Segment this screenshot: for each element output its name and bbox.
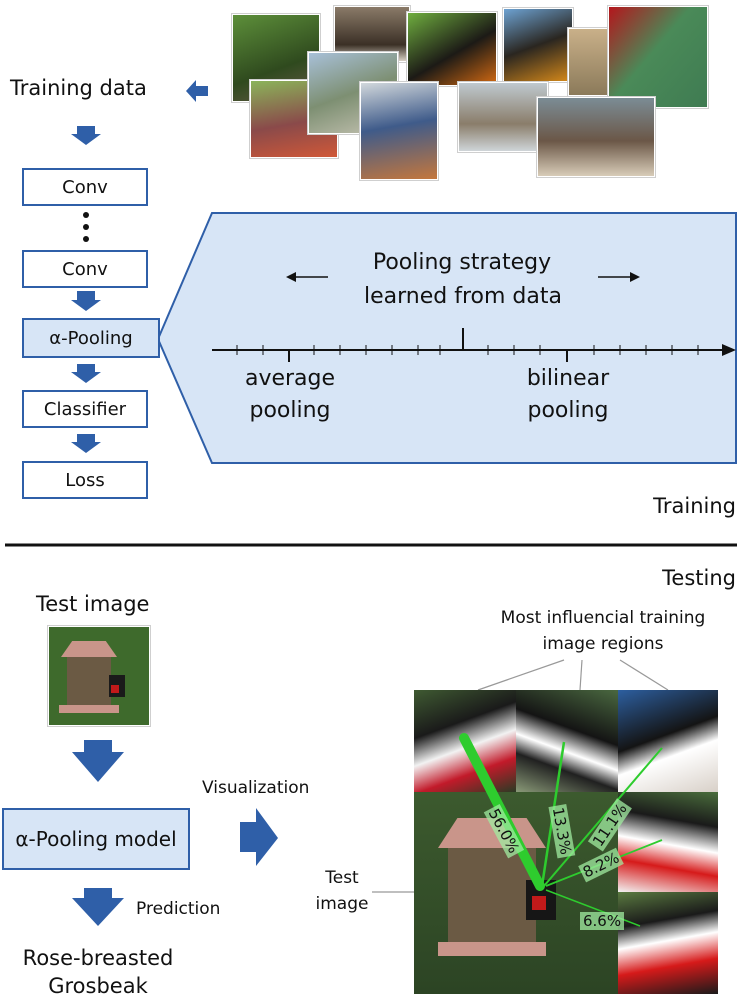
ellipsis-dot — [83, 224, 89, 230]
prediction-label: Prediction — [136, 899, 221, 919]
arrow-right-icon — [240, 808, 278, 866]
bilinear-pooling-label-line2: pooling — [527, 398, 609, 423]
arrow-left-small-icon — [286, 272, 328, 282]
pooling-strategy-panel — [156, 212, 737, 464]
pooling-axis-arrowhead — [722, 344, 736, 356]
bird-photo-duck — [537, 97, 655, 177]
arrow-down-icon — [71, 364, 101, 383]
arrow-right-small-icon — [598, 272, 640, 282]
influence-callout-line — [579, 659, 583, 691]
arrow-down-icon — [72, 888, 124, 926]
bird-photo-redstart — [407, 12, 497, 86]
loss-box: Loss — [22, 461, 148, 499]
pooling-strategy-title-line1: Pooling strategy — [372, 250, 552, 275]
test-callout-label-line1: Test — [325, 868, 359, 888]
influence-percentage-5: 6.6% — [580, 912, 625, 930]
arrow-down-icon — [71, 291, 101, 311]
bird-photo-bluebird — [360, 82, 438, 180]
prediction-result-line2: Grosbeak — [48, 974, 148, 998]
training-region-crop-4 — [618, 792, 718, 892]
test-image-thumbnail — [48, 626, 150, 726]
influence-visualization: 56.0% 13.3% 11.1% 8.2% 6.6% — [414, 690, 718, 994]
arrow-down-icon — [71, 434, 101, 453]
average-pooling-label-line2: pooling — [249, 398, 331, 423]
conv-layer-box-1: Conv — [22, 168, 148, 206]
test-callout-label-line2: image — [315, 894, 369, 914]
arrow-down-icon — [72, 740, 124, 782]
influence-label-line2: image regions — [542, 634, 664, 654]
average-pooling-label-line1: average — [244, 366, 336, 391]
classifier-box: Classifier — [22, 390, 148, 428]
conv-layer-box-2: Conv — [22, 250, 148, 288]
training-region-crop-3 — [618, 690, 718, 792]
alpha-pooling-box: α-Pooling — [22, 318, 160, 358]
test-image-label: Test image — [36, 592, 150, 616]
bird-photo-sparrow — [568, 28, 614, 96]
alpha-pooling-model-box: α-Pooling model — [2, 808, 190, 870]
prediction-result-line1: Rose-breasted — [22, 946, 174, 970]
testing-section-label: Testing — [662, 566, 736, 590]
arrow-left-icon — [186, 80, 208, 102]
visualization-label: Visualization — [202, 778, 310, 798]
bilinear-pooling-label-line1: bilinear — [526, 366, 610, 391]
influence-callout-line — [477, 659, 565, 691]
ellipsis-dot — [83, 236, 89, 242]
training-data-label: Training data — [10, 76, 147, 100]
bird-photo-sandpiper — [458, 82, 548, 152]
influence-line-5 — [545, 889, 641, 927]
training-region-crop-2 — [516, 690, 618, 792]
training-region-crop-5 — [618, 892, 718, 994]
ellipsis-dot — [83, 212, 89, 218]
bird-photo-hummingbird — [608, 6, 708, 108]
visualization-test-image — [414, 792, 618, 994]
influence-label-line1: Most influencial training — [500, 608, 706, 628]
arrow-down-icon — [71, 126, 101, 145]
training-section-label: Training — [653, 494, 736, 518]
pooling-strategy-title-line2: learned from data — [364, 284, 562, 309]
influence-callout-line — [619, 659, 669, 691]
